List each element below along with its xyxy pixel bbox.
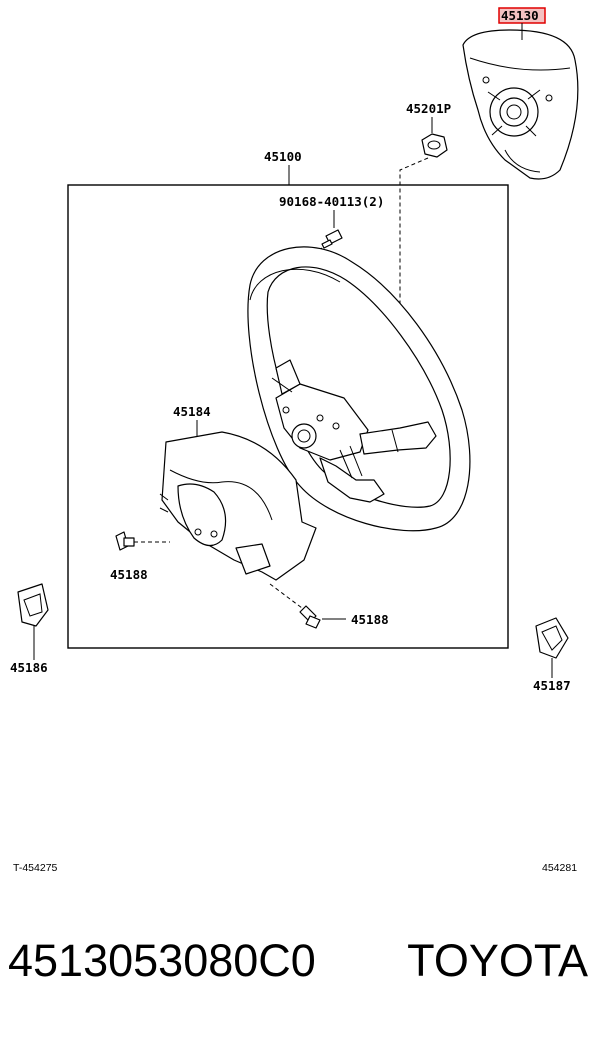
screw-left-label[interactable]: 45188 (110, 567, 148, 582)
right-side-cover[interactable] (535, 617, 569, 659)
reference-code-right: 454281 (542, 862, 577, 874)
right-cover-label[interactable]: 45187 (533, 678, 571, 693)
cover-part-label[interactable]: 45184 (173, 404, 211, 419)
screw-right-label[interactable]: 45188 (351, 612, 389, 627)
steering-wheel[interactable] (247, 246, 471, 532)
nut-icon (421, 133, 448, 158)
airbag-part-label[interactable]: 45130 (501, 8, 539, 23)
airbag-module[interactable] (462, 29, 579, 180)
bolt-spec-label[interactable]: 90168-40113(2) (279, 194, 384, 209)
nut-part-label[interactable]: 45201P (406, 101, 451, 116)
left-cover-label[interactable]: 45186 (10, 660, 48, 675)
screw-left-icon (115, 531, 135, 551)
screw-right-dashed-path (269, 583, 303, 609)
steering-cover[interactable] (159, 431, 317, 581)
wheel-assy-label[interactable]: 45100 (264, 149, 302, 164)
screw-right-icon (299, 605, 321, 629)
assembly-frame (67, 184, 509, 649)
part-number-caption: 4513053080C0 (8, 935, 316, 986)
reference-code-left: T-454275 (13, 862, 58, 874)
bolt-icon (321, 229, 343, 249)
brand-caption: TOYOTA (407, 935, 588, 986)
left-side-cover[interactable] (17, 583, 49, 627)
